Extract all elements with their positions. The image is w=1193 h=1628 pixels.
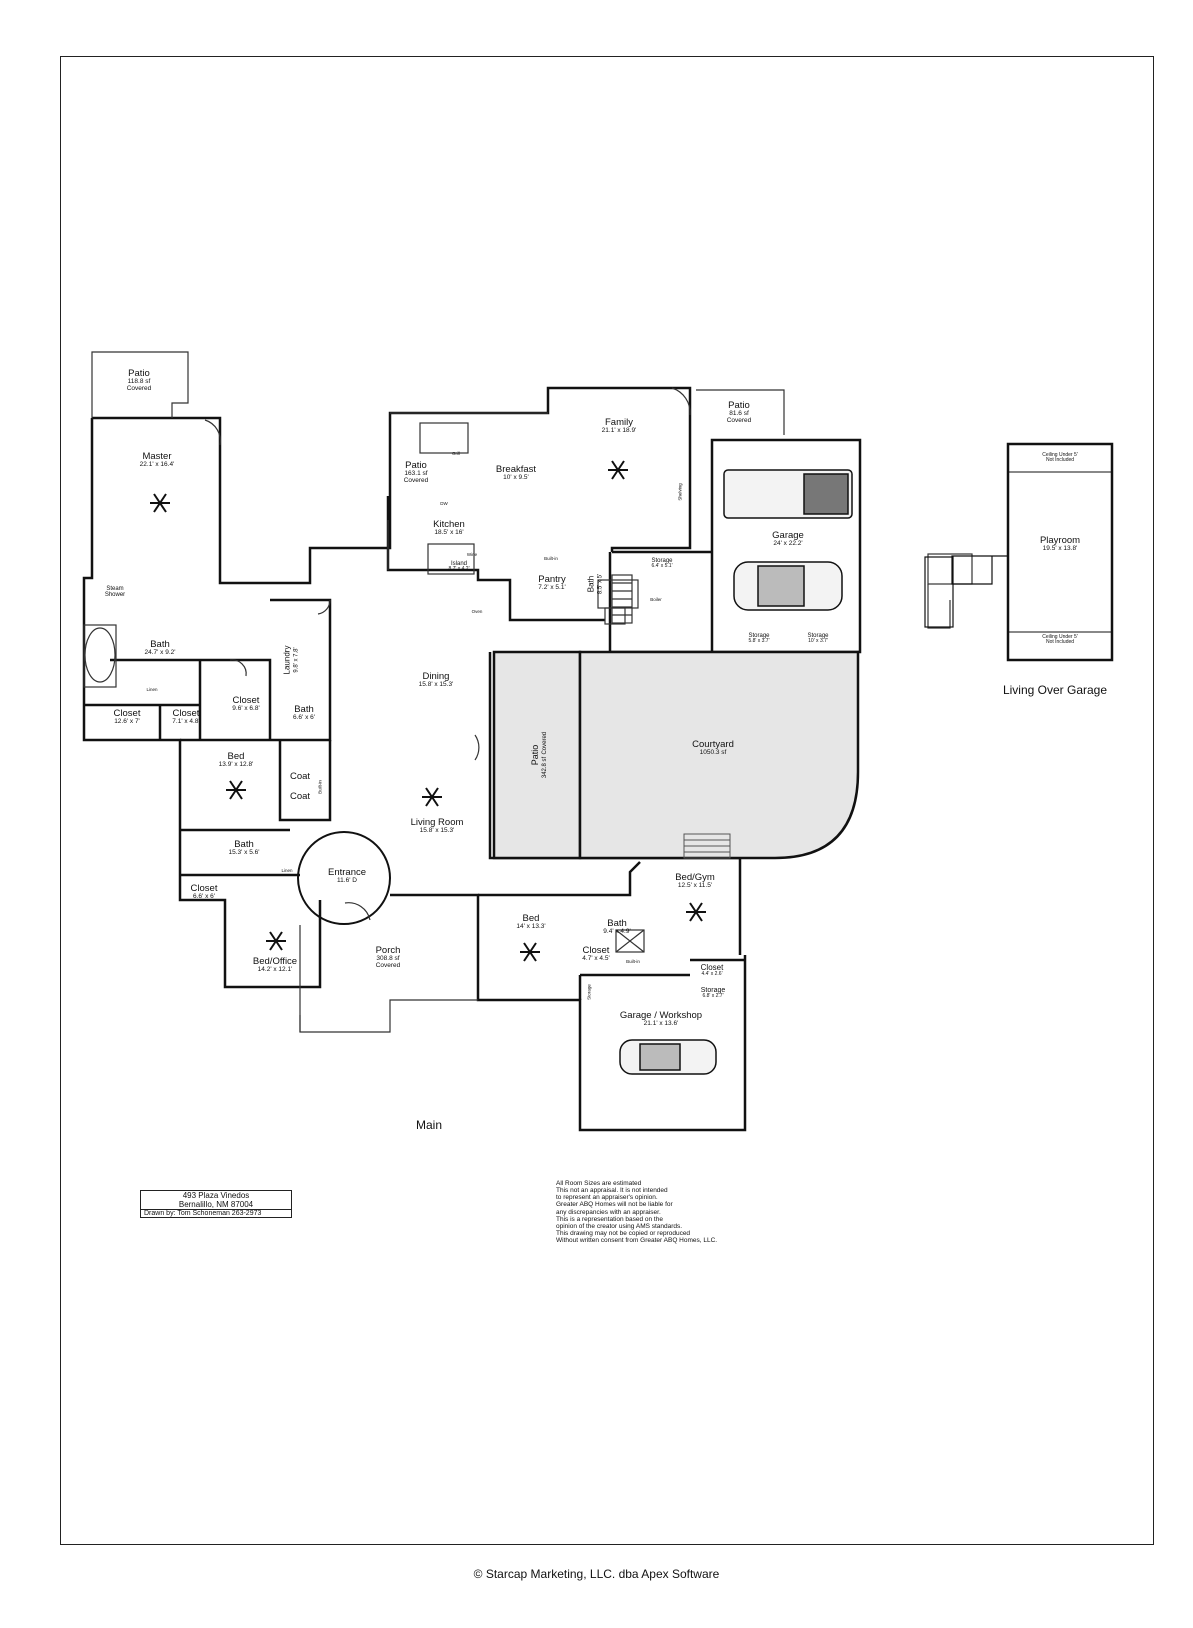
playroom-walls [1006, 442, 1114, 662]
fixture-builtin-3: Built-in [317, 780, 323, 794]
room-bed-left: Bed 13.9' x 12.8' [218, 751, 254, 768]
room-closet-a: Closet 12.6' x 7' [113, 708, 141, 725]
address-line-2: Bernalillo, NM 87004 [178, 1200, 254, 1209]
family-wall [610, 455, 692, 552]
fixture-wine: Wine [466, 552, 478, 557]
room-bed-office: Bed/Office 14.2' x 12.1' [252, 956, 298, 973]
disclaimer-line: This is a representation based on the [556, 1215, 663, 1223]
room-storage-s: Storage 6.8' x 2.7' [700, 987, 726, 1000]
disclaimer-line: to represent an appraiser's opinion. [556, 1194, 658, 1202]
room-patio-mid: Patio 163.1 sf Covered [403, 460, 429, 484]
disclaimer-line: All Room Sizes are estimated [556, 1180, 642, 1187]
room-bath-b: Bath 6.6' x 6' [293, 704, 315, 721]
kitchen-wall [386, 496, 605, 622]
room-playroom: Playroom 19.5' x 13.8' [1039, 535, 1081, 552]
room-workshop: Garage / Workshop 21.1' x 13.6' [619, 1010, 703, 1027]
room-patio-ne: Patio 81.6 sf Covered [726, 400, 752, 424]
disclaimer-line: opinion of the creator using AMS standar… [556, 1222, 683, 1230]
vehicles [619, 469, 853, 1075]
copyright: © Starcap Marketing, LLC. dba Apex Softw… [473, 1567, 720, 1581]
ceiling-note-top: Ceiling Under 5'Not Included [1042, 452, 1078, 464]
room-closet-d: Closet 6.6' x 6' [190, 883, 218, 900]
disclaimer-line: any discrepancies with an appraiser. [556, 1208, 661, 1216]
room-breakfast: Breakfast 10' x 9.5' [495, 464, 537, 481]
laundry-walls [180, 598, 332, 742]
room-bath-c: Bath 15.3' x 5.6' [228, 839, 260, 856]
room-steam-shower: Steam Shower [104, 586, 126, 599]
courtyard-area [492, 650, 860, 860]
floor-label-upper: Living Over Garage [1002, 683, 1108, 697]
room-closet-e: Closet 4.7' x 4.5' [582, 945, 610, 962]
room-family: Family 21.1' x 18.9' [601, 417, 637, 434]
room-bath-d: Bath 9.4' x 4.9' [603, 918, 631, 935]
disclaimer-line: Greater ABQ Homes will not be liable for [556, 1201, 673, 1209]
disclaimer-line: This not an appraisal. It is not intende… [556, 1187, 668, 1195]
room-porch: Porch 308.8 sf Covered [375, 945, 401, 969]
entrance-circle [297, 831, 391, 925]
fixture-dw: DW [440, 501, 448, 506]
room-pantry: Pantry 7.2' x 5.1' [538, 574, 566, 591]
room-storage-top: Storage 6.4' x 5.1' [651, 558, 673, 570]
room-dining: Dining 15.8' x 15.3' [418, 671, 454, 688]
room-courtyard: Courtyard 1050.3 sf [692, 739, 734, 756]
drawn-by: Drawn by: Tom Schoneman 263-2973 [141, 1209, 291, 1217]
room-master: Master 22.1' x 16.4' [139, 451, 175, 468]
room-kitchen: Kitchen 18.5' x 16' [433, 519, 465, 536]
fixture-builtin-2: Built-in [626, 959, 640, 964]
address-box: 493 Plaza Vinedos Bernalillo, NM 87004 D… [140, 1190, 292, 1218]
room-storage-g1: Storage 5.8' x 3.7' [748, 633, 770, 645]
room-bed-right: Bed 14' x 13.3' [516, 913, 546, 930]
room-closet-f: Closet 4.4' x 2.6' [700, 963, 724, 978]
room-island: Island 8.7' x 4.2' [448, 561, 470, 573]
disclaimer-line: This drawing may not be copied or reprod… [556, 1229, 691, 1237]
room-closet-b: Closet 7.1' x 4.8' [172, 708, 200, 725]
room-closet-c: Closet 9.6' x 6.8' [232, 695, 260, 712]
master-walls [82, 418, 322, 989]
fixture-grill: Grill [452, 451, 460, 456]
room-garage: Garage 24' x 22.2' [772, 530, 804, 547]
ceiling-note-bottom: Ceiling Under 5'Not Included [1042, 634, 1078, 646]
room-storage-g2: Storage 10' x 3.7' [807, 633, 829, 645]
fixture-shelving: Shelving [677, 483, 683, 501]
address-line-1: 493 Plaza Vinedos [182, 1191, 250, 1200]
disclaimer: All Room Sizes are estimated This not an… [556, 1180, 776, 1244]
fixture-builtin: Built-in [544, 556, 558, 561]
fixture-linen-2: Linen [281, 868, 293, 873]
room-coat-1: Coat [289, 771, 311, 782]
ceiling-fan-icons [150, 460, 706, 962]
room-bed-gym: Bed/Gym 12.5' x 11.5' [675, 872, 715, 889]
floor-label-main: Main [415, 1118, 443, 1132]
fixture-storage-small: Storage [586, 984, 592, 1000]
room-coat-2: Coat [289, 791, 311, 802]
fixture-oven: Oven [471, 609, 483, 614]
room-entrance: Entrance 11.6' D [327, 867, 367, 884]
fixture-linen: Linen [146, 687, 158, 692]
disclaimer-line: Without written consent from Greater ABQ… [556, 1237, 718, 1245]
room-bath-master: Bath 24.7' x 9.2' [144, 639, 176, 656]
fixture-boiler: Boiler [650, 597, 662, 602]
drawing-border [60, 56, 1154, 1545]
room-living: Living Room 15.8' x 15.3' [410, 817, 464, 834]
master-top-wall [92, 386, 692, 585]
room-patio-nw: Patio 118.8 sf Covered [126, 368, 152, 392]
